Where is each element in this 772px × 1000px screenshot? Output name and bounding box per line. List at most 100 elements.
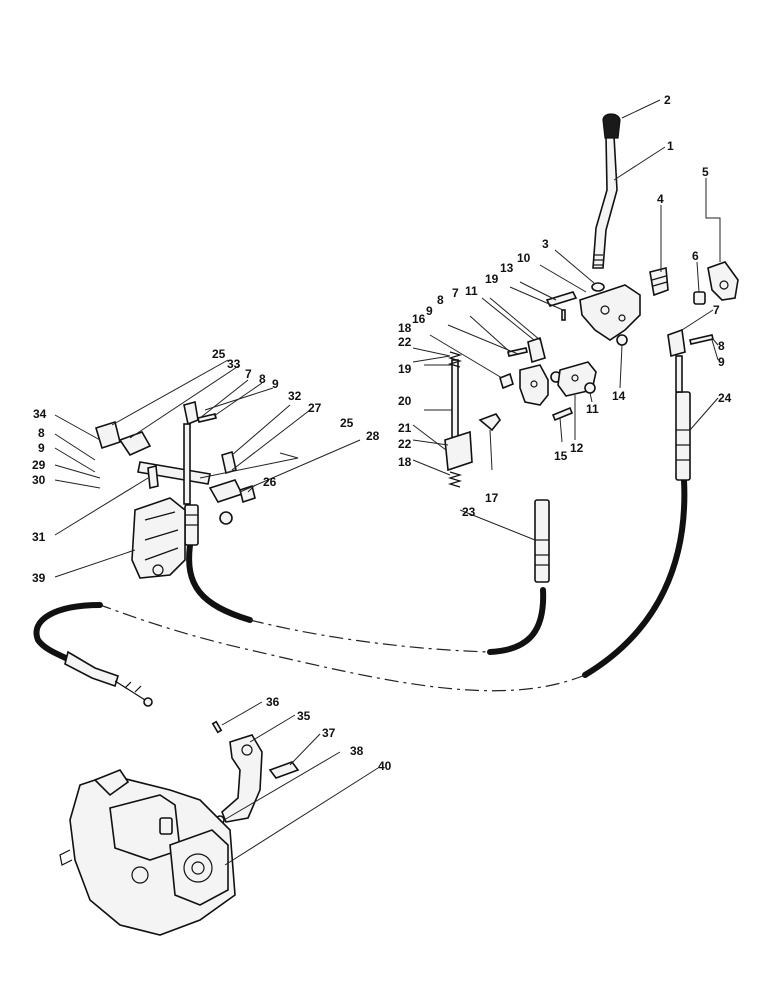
lever-knob: [602, 113, 621, 139]
label-20: 20: [398, 394, 412, 408]
block-25b: [208, 479, 244, 503]
shift-lever-assembly: [579, 113, 641, 346]
left-linkage: [95, 400, 256, 579]
bolt-32: [221, 450, 237, 475]
label-19: 19: [485, 272, 499, 286]
label-13: 13: [500, 261, 514, 275]
label-24: 24: [718, 391, 732, 405]
spring-18-lower: [447, 471, 463, 488]
label-26: 26: [263, 475, 277, 489]
label-40: 40: [378, 759, 392, 773]
label-11: 11: [465, 284, 478, 298]
label-30: 30: [32, 473, 46, 487]
clevis-7-left: [183, 400, 199, 426]
cable-24-lower: [582, 477, 688, 678]
control-cables: [33, 477, 688, 692]
leader-lines: [54, 99, 721, 866]
clevis-7: [527, 336, 546, 364]
center-linkage: [478, 291, 597, 432]
part-4-stud: [649, 266, 669, 297]
upper-right-parts: [649, 261, 739, 305]
label-25b: 25: [340, 416, 354, 430]
label-28: 28: [366, 429, 380, 443]
pin-36: [211, 720, 223, 734]
bushing-14: [616, 334, 628, 346]
label-19b: 19: [398, 362, 412, 376]
label-4: 4: [657, 192, 664, 206]
label-38: 38: [350, 744, 364, 758]
label-11b: 11: [586, 402, 599, 416]
spring-rod-assembly: [444, 351, 473, 488]
label-23: 23: [462, 505, 476, 519]
label-8-right: 8: [718, 339, 725, 353]
lever-33: [118, 431, 152, 457]
bolt-15: [551, 406, 574, 422]
label-14: 14: [612, 389, 626, 403]
label-2: 2: [664, 93, 671, 107]
label-9: 9: [426, 304, 433, 318]
label-17: 17: [485, 491, 499, 505]
bellcrank: [519, 364, 549, 406]
label-9-left: 9: [272, 377, 279, 391]
cable-24-hidden: [99, 604, 586, 692]
nut-16: [499, 372, 514, 390]
label-7: 7: [452, 286, 459, 300]
label-12: 12: [570, 441, 584, 455]
label-3: 3: [542, 237, 549, 251]
pin-8-left: [197, 413, 217, 423]
label-21: 21: [398, 421, 412, 435]
cable-end-fittings: [64, 391, 691, 707]
label-15: 15: [554, 449, 568, 463]
fitting-cable-end: [64, 650, 119, 688]
label-33: 33: [227, 357, 241, 371]
right-clevis: [667, 328, 714, 393]
cable-left-hidden: [249, 619, 491, 653]
label-37: 37: [322, 726, 336, 740]
cable-left-loop: [186, 542, 253, 623]
pump-cover: [169, 829, 229, 906]
label-34: 34: [33, 407, 47, 421]
label-27: 27: [308, 401, 322, 415]
nut-3: [591, 282, 605, 292]
label-22b: 22: [398, 437, 412, 451]
label-22: 22: [398, 335, 412, 349]
clip-17: [478, 413, 501, 432]
label-39: 39: [32, 571, 46, 585]
pin-right: [689, 334, 714, 345]
label-25: 25: [212, 347, 226, 361]
label-7-left: 7: [245, 367, 252, 381]
label-18: 18: [398, 321, 412, 335]
label-18b: 18: [398, 455, 412, 469]
label-1: 1: [667, 139, 674, 153]
bolt-37: [268, 761, 300, 779]
bolt-13: [545, 291, 578, 307]
cable-24-end: [33, 602, 103, 663]
label-35: 35: [297, 709, 311, 723]
label-9-far-left: 9: [38, 441, 45, 455]
fitting-24: [675, 391, 691, 481]
label-6: 6: [692, 249, 699, 263]
label-10: 10: [517, 251, 531, 265]
label-9-right: 9: [718, 355, 725, 369]
pump-flange: [93, 769, 130, 797]
label-36: 36: [266, 695, 280, 709]
nut-27: [219, 511, 233, 525]
label-8: 8: [437, 293, 444, 307]
washer-11b: [584, 382, 596, 394]
label-31: 31: [32, 530, 46, 544]
arm-35: [221, 734, 263, 823]
pin-19: [561, 309, 566, 321]
pump-assembly: [59, 720, 300, 936]
rod-left: [183, 423, 191, 505]
bracket-21: [444, 430, 473, 472]
cable-23-lower: [487, 587, 547, 655]
clevis-right: [667, 328, 686, 358]
label-5: 5: [702, 165, 709, 179]
pin-31: [147, 464, 159, 490]
label-7-right: 7: [713, 303, 720, 317]
label-29: 29: [32, 458, 46, 472]
part-6-bushing: [693, 291, 706, 305]
control-valve: [131, 497, 186, 579]
